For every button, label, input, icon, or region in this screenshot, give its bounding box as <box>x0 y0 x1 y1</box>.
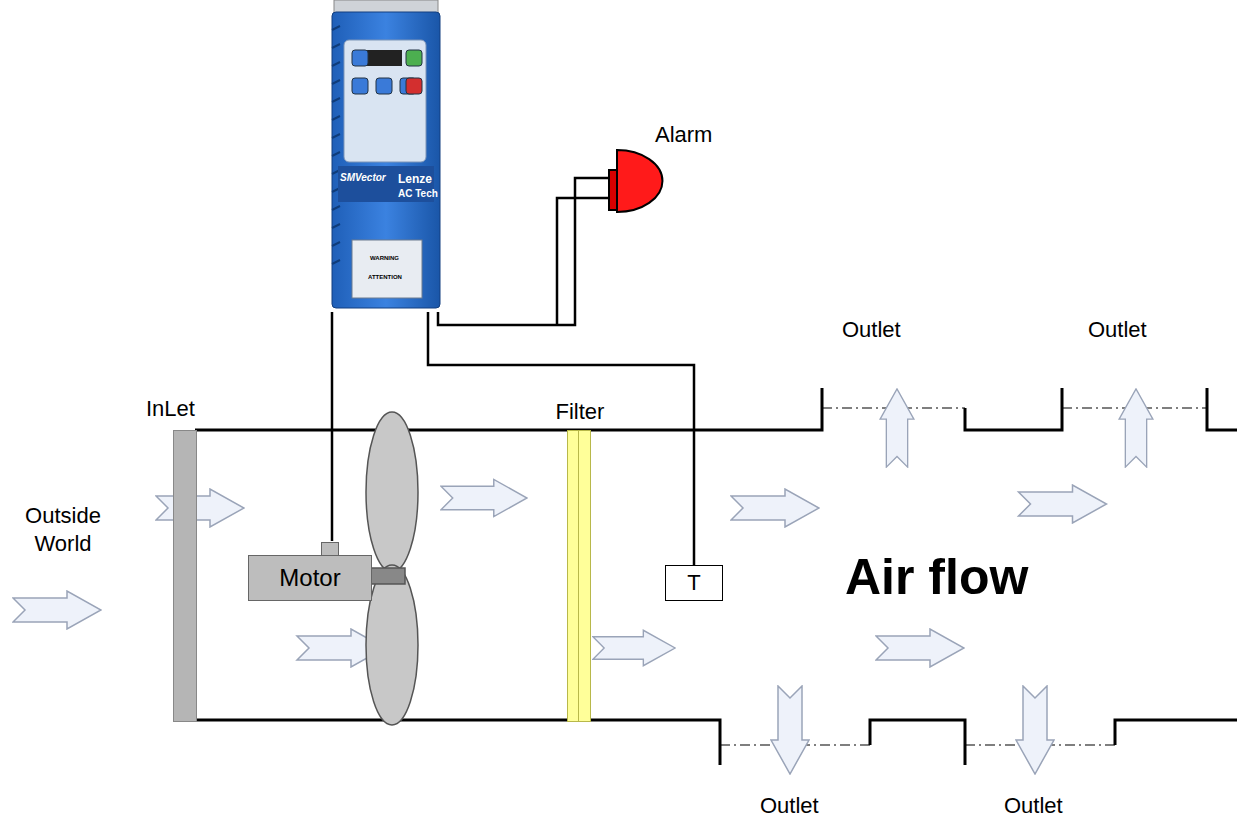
airflow-arrow <box>13 389 1153 774</box>
drive-brand-text: ATTENTION <box>368 274 402 280</box>
flow-title: Air flow <box>845 548 1028 606</box>
filter-label: Filter <box>535 399 625 425</box>
drive-brand-text: Lenze <box>398 172 432 186</box>
node-text: Motor <box>249 564 371 592</box>
drive-brand-text: AC Tech <box>398 188 438 199</box>
outlet-label: Outlet <box>1004 793 1063 819</box>
alarm-label: Alarm <box>655 122 712 148</box>
outlet-label: Outlet <box>760 793 819 819</box>
control-wire <box>438 178 609 325</box>
alarm-node: Alarm <box>603 120 743 215</box>
source-label: Outside World <box>8 502 118 558</box>
drive-brand-text: SMVector <box>340 172 386 183</box>
node-text: T <box>666 570 722 596</box>
filter-node: Filter <box>535 395 625 722</box>
motor-terminal <box>321 542 339 556</box>
outlet-label: Outlet <box>1088 317 1147 343</box>
filter-media-line <box>578 431 579 721</box>
drive-body <box>328 0 444 312</box>
filter-panel <box>567 430 591 722</box>
control-wire <box>428 312 694 565</box>
outlet-label: Outlet <box>842 317 901 343</box>
control-wire <box>331 312 334 541</box>
motor-node: Motor <box>248 555 372 601</box>
inlet-node: InLet <box>140 392 230 722</box>
duct-wall <box>195 388 1237 765</box>
inlet-grille <box>173 430 197 722</box>
drive-node: SMVector Lenze AC TechWARNING ATTENTION <box>328 0 444 312</box>
drive-brand-text: WARNING <box>370 255 399 261</box>
inlet-label: InLet <box>146 396 195 422</box>
tbox-node: T <box>665 565 723 601</box>
